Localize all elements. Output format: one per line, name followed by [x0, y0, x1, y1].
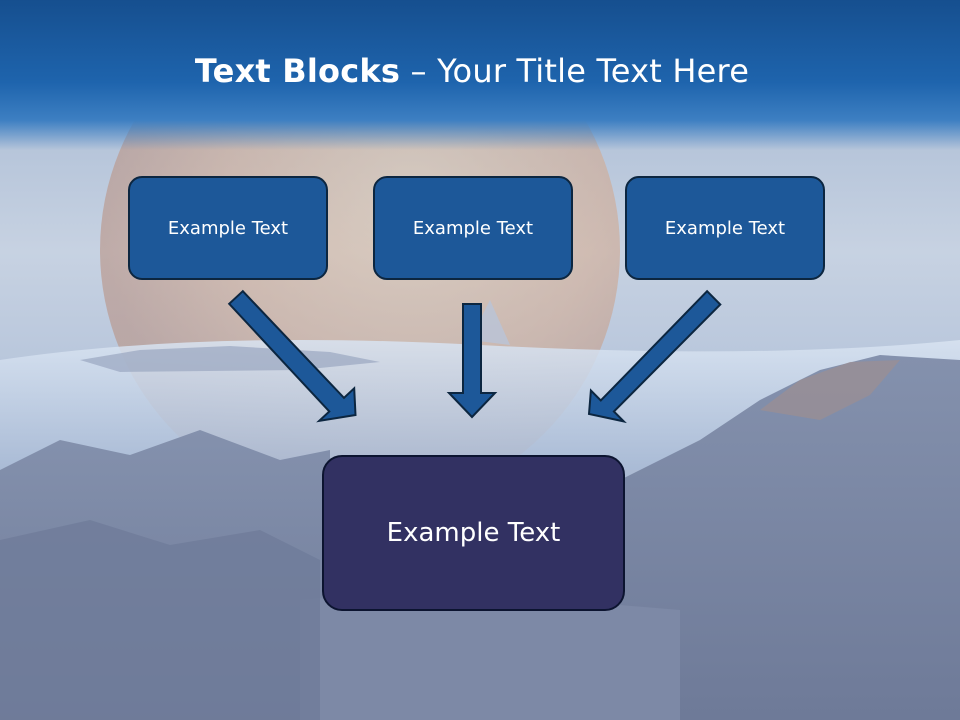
text-block-right-label: Example Text — [664, 217, 786, 239]
title-bar — [0, 0, 960, 150]
title-bold-part: Text Blocks — [194, 52, 401, 90]
title-dash: – — [400, 52, 438, 90]
title-rest: Your Title Text Here — [437, 52, 750, 90]
text-block-middle-label: Example Text — [412, 217, 534, 239]
text-block-bottom[interactable]: Example Text — [322, 455, 625, 611]
right-arrow — [587, 289, 722, 424]
text-block-bottom-label: Example Text — [386, 518, 561, 548]
left-arrow — [227, 289, 357, 423]
text-block-left-label: Example Text — [167, 217, 289, 239]
text-block-right[interactable]: Example Text — [625, 176, 825, 280]
text-block-middle[interactable]: Example Text — [373, 176, 573, 280]
middle-arrow — [446, 303, 498, 419]
text-block-left[interactable]: Example Text — [128, 176, 328, 280]
slide-title: Text Blocks – Your Title Text Here — [0, 52, 944, 90]
